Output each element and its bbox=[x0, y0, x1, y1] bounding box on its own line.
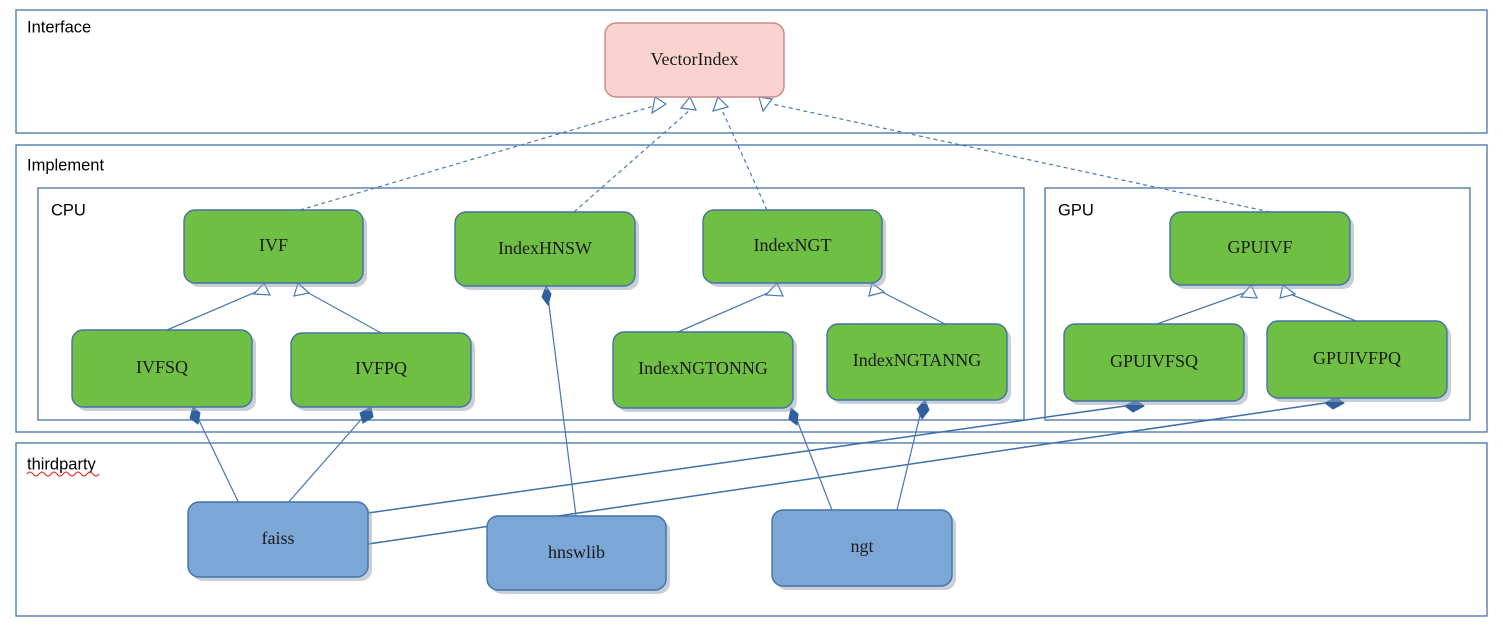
node-indexhnsw-box[interactable] bbox=[454, 211, 636, 287]
node-gpuivfpq-label: GPUIVFPQ bbox=[1313, 348, 1401, 368]
group-cpu: CPU bbox=[37, 187, 1025, 421]
node-ivfsq[interactable]: IVFSQ bbox=[71, 329, 256, 411]
node-gpuivfsq-box[interactable] bbox=[1063, 323, 1245, 402]
node-faiss-box[interactable] bbox=[187, 501, 369, 578]
node-ivf-box[interactable] bbox=[183, 209, 364, 284]
edge-hnswlib-to-indexhnsw bbox=[541, 284, 577, 517]
node-gpuivf-label: GPUIVF bbox=[1227, 237, 1292, 257]
node-hnswlib[interactable]: hnswlib bbox=[486, 515, 670, 594]
node-faiss-label: faiss bbox=[262, 528, 295, 548]
node-ngt-box[interactable] bbox=[771, 509, 953, 587]
group-gpu-box bbox=[1044, 187, 1471, 421]
edge-gpuivf-to-vectorindex bbox=[758, 96, 1271, 213]
node-ivf-label: IVF bbox=[259, 235, 288, 255]
realization-arrowhead bbox=[758, 96, 774, 113]
generalization-arrowhead bbox=[252, 281, 272, 296]
node-ivf[interactable]: IVF bbox=[183, 209, 367, 287]
node-indexngt-label: IndexNGT bbox=[754, 235, 832, 255]
node-gpuivf[interactable]: GPUIVF bbox=[1169, 211, 1354, 289]
node-faiss[interactable]: faiss bbox=[187, 501, 372, 581]
node-ivfpq[interactable]: IVFPQ bbox=[290, 332, 475, 411]
node-ivfsq-label: IVFSQ bbox=[136, 357, 188, 377]
node-gpuivf-box[interactable] bbox=[1169, 211, 1351, 286]
node-ivfpq-label: IVFPQ bbox=[355, 358, 407, 378]
group-thirdparty-label: thirdparty bbox=[27, 455, 97, 473]
node-indexngtanng-label: IndexNGTANNG bbox=[853, 350, 982, 370]
edge-ngt-to-indexngtonng bbox=[788, 407, 833, 511]
generalization-arrowhead bbox=[1239, 283, 1258, 299]
edge-ngt-to-indexngtanng bbox=[896, 399, 930, 511]
edge-ivfsq-to-ivf bbox=[166, 281, 272, 331]
node-indexngtonng[interactable]: IndexNGTONNG bbox=[612, 331, 797, 412]
edge-gpuivfsq-to-gpuivf bbox=[1156, 283, 1258, 325]
node-indexngtanng[interactable]: IndexNGTANNG bbox=[826, 323, 1011, 404]
group-thirdparty: thirdparty bbox=[15, 442, 1488, 617]
spellcheck-squiggle-icon bbox=[26, 471, 100, 477]
group-thirdparty-box bbox=[15, 442, 1488, 617]
edge-indexngtonng-to-indexngt bbox=[677, 281, 784, 333]
realization-arrowhead bbox=[679, 95, 698, 111]
node-vectorindex-label: VectorIndex bbox=[651, 49, 739, 69]
node-indexngtanng-box[interactable] bbox=[826, 323, 1008, 401]
node-gpuivfsq-label: GPUIVFSQ bbox=[1110, 351, 1198, 371]
node-indexhnsw-label: IndexHNSW bbox=[498, 238, 592, 258]
node-gpuivfpq-box[interactable] bbox=[1266, 320, 1448, 399]
group-gpu: GPU bbox=[1044, 187, 1471, 421]
node-ngt[interactable]: ngt bbox=[771, 509, 956, 590]
node-vectorindex[interactable]: VectorIndex bbox=[604, 22, 785, 98]
node-indexngt-box[interactable] bbox=[702, 209, 883, 284]
node-indexngtonng-box[interactable] bbox=[612, 331, 794, 409]
composition-diamond bbox=[916, 399, 930, 420]
group-gpu-label: GPU bbox=[1058, 201, 1094, 219]
node-ivfsq-box[interactable] bbox=[71, 329, 253, 408]
node-gpuivfpq[interactable]: GPUIVFPQ bbox=[1266, 320, 1451, 402]
node-hnswlib-box[interactable] bbox=[486, 515, 667, 591]
node-ngt-label: ngt bbox=[850, 536, 873, 556]
node-indexngt[interactable]: IndexNGT bbox=[702, 209, 886, 287]
group-cpu-label: CPU bbox=[51, 201, 86, 219]
group-cpu-box bbox=[37, 187, 1025, 421]
group-implement-label: Implement bbox=[27, 156, 104, 174]
node-vectorindex-box[interactable] bbox=[604, 22, 785, 98]
generalization-arrowhead bbox=[764, 281, 784, 297]
node-gpuivfsq[interactable]: GPUIVFSQ bbox=[1063, 323, 1248, 405]
node-indexhnsw[interactable]: IndexHNSW bbox=[454, 211, 639, 290]
composition-diamond bbox=[541, 284, 552, 307]
edge-ivf-to-vectorindex bbox=[299, 96, 668, 211]
node-indexngtonng-label: IndexNGTONNG bbox=[638, 358, 768, 378]
realization-arrowhead bbox=[651, 96, 668, 115]
realization-arrowhead bbox=[712, 95, 730, 112]
node-ivfpq-box[interactable] bbox=[290, 332, 472, 408]
edge-indexhnsw-to-vectorindex bbox=[573, 95, 698, 213]
composition-diamond bbox=[788, 407, 799, 426]
edge-indexngt-to-vectorindex bbox=[712, 95, 768, 211]
group-interface-label: Interface bbox=[27, 18, 91, 36]
node-hnswlib-label: hnswlib bbox=[548, 542, 605, 562]
